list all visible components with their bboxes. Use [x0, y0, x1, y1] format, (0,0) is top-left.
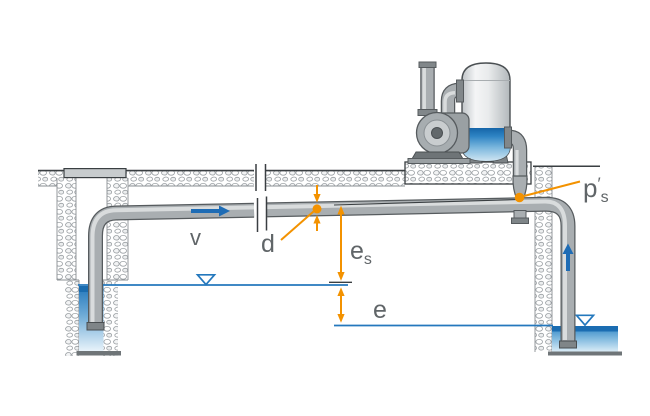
well-pit-wall-left [57, 178, 76, 280]
pump-base-plate [407, 158, 471, 164]
well-pit-wall-edges [56, 178, 129, 280]
pump-platform [404, 161, 532, 185]
suction-pipe-right [266, 198, 575, 343]
suction-pipe-right-highlight [266, 199, 567, 340]
well-shaft-wall-right [103, 280, 118, 356]
flow-arrows [191, 205, 574, 271]
tee-bottom-stub [513, 210, 527, 219]
basin-pipe-end-cap [559, 340, 577, 349]
foot-valve-cap [86, 322, 105, 331]
ps-leader-line [523, 180, 581, 197]
flow-arrow-right-icon [191, 205, 230, 217]
flow-arrow-head [219, 205, 230, 217]
ground-hatch-mid [126, 171, 254, 186]
ground-hatch-right [266, 171, 405, 186]
pressure-prime: ′ [597, 174, 600, 193]
pump-hub [431, 127, 443, 139]
gauge-riser [504, 126, 528, 182]
basin-water-surface-band [552, 326, 618, 332]
annotations: v d es e p′s [190, 173, 609, 324]
water-level-icon-left [195, 273, 217, 286]
d-center-dot [312, 204, 322, 214]
well-pit-wall-right [107, 178, 128, 280]
e-arrow-top-head [337, 287, 345, 296]
suction-pipe-left-highlight [90, 205, 255, 322]
basin-wall-hatch [535, 167, 552, 352]
well-shaft-wall-left [64, 280, 79, 356]
d-arrow-lower-head [313, 215, 321, 224]
basin-bottom [548, 351, 622, 356]
well-cover-slab [63, 168, 127, 179]
riser-top-flange [418, 61, 437, 68]
ground-strip [38, 164, 405, 191]
flow-arrow-up-icon [562, 243, 574, 271]
tank-water [462, 128, 510, 161]
pipe-break-icon [256, 196, 268, 232]
geodetic-head-label: e [373, 296, 387, 324]
water-level-icon-right [574, 314, 596, 327]
es-arrow-top-head [337, 205, 345, 215]
dimension-es [337, 205, 345, 281]
d-arrow-upper-head [313, 194, 321, 203]
tank-outlet-flange [504, 126, 512, 149]
pressure-main: p [583, 173, 597, 203]
pump-assembly [407, 61, 471, 164]
water-levels [78, 273, 596, 327]
ps-point-dot [514, 192, 525, 203]
pump-to-tank-pipe-highlight [443, 91, 456, 118]
tank-inlet-flange [456, 79, 464, 103]
suction-pipe-right-outline [266, 196, 576, 343]
pressure-sub: s [601, 189, 609, 206]
tee-bottom-cap [511, 217, 529, 224]
dimension-d [280, 185, 322, 241]
pressure-tank [461, 62, 511, 164]
suction-head-label: es [350, 237, 372, 268]
well-bottom [76, 351, 121, 356]
gauge-point [514, 180, 581, 203]
dimension-e [337, 287, 345, 323]
e-arrow-bottom-head [337, 314, 345, 323]
up-arrow-head [562, 243, 574, 254]
suction-pipe [86, 175, 577, 349]
suction-head-main: e [350, 237, 364, 265]
diameter-label: d [261, 230, 275, 258]
platform-block [404, 161, 532, 185]
ground-break-icon [255, 164, 267, 191]
d-leader-line [280, 210, 315, 241]
es-arrow-bottom-head [337, 272, 345, 281]
reference-line [333, 198, 519, 206]
gauge-riser-pipe [509, 131, 526, 182]
suction-head-sub: s [364, 251, 372, 268]
suction-pipe-left [89, 203, 255, 327]
pressure-label: p′s [583, 173, 609, 206]
velocity-label: v [190, 225, 201, 250]
